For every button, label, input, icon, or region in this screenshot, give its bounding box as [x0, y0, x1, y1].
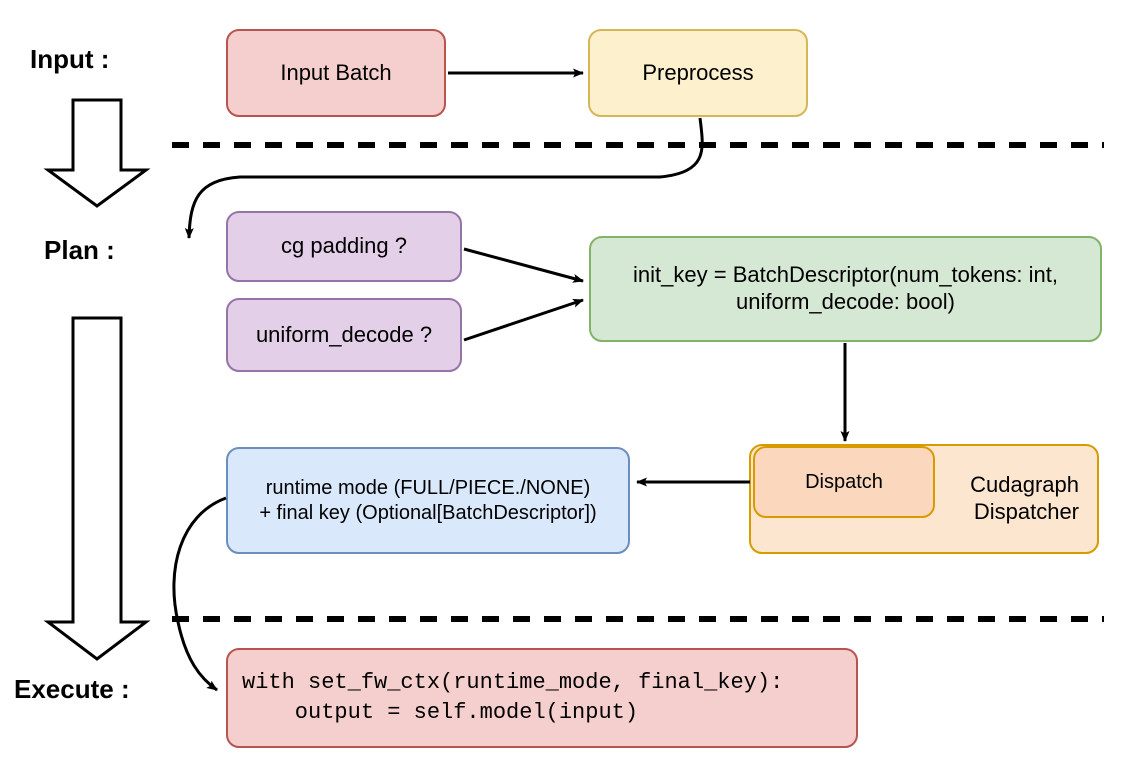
- node-uniform-decode[interactable]: uniform_decode ?: [226, 298, 462, 372]
- node-uniform-decode-label: uniform_decode ?: [255, 321, 433, 347]
- node-dispatch[interactable]: Dispatch: [753, 446, 935, 518]
- node-runtime-mode-line1: runtime mode (FULL/PIECE./NONE): [265, 477, 591, 500]
- node-cudagraph-dispatcher-line1: Cudagraph: [970, 472, 1079, 498]
- node-init-key-line1: init_key = BatchDescriptor(num_tokens: i…: [633, 262, 1058, 288]
- block-arrow-plan-to-execute: [43, 316, 151, 661]
- node-init-key[interactable]: init_key = BatchDescriptor(num_tokens: i…: [589, 236, 1102, 342]
- stage-label-execute: Execute :: [14, 674, 130, 704]
- block-arrow-input-to-plan: [43, 98, 151, 208]
- node-runtime-mode-line2: + final key (Optional[BatchDescriptor]): [259, 501, 597, 524]
- node-input-batch[interactable]: Input Batch: [226, 29, 446, 117]
- node-execute-code-line1: with set_fw_ctx(runtime_mode, final_key)…: [242, 670, 784, 696]
- arrow-uniform-decode-to-init-key: [463, 298, 584, 342]
- node-init-key-line2: uniform_decode: bool): [736, 289, 955, 314]
- node-cg-padding-label: cg padding ?: [281, 233, 407, 259]
- node-preprocess[interactable]: Preprocess: [588, 29, 808, 117]
- arrow-cg-padding-to-init-key: [463, 247, 584, 283]
- node-execute-code-line2: output = self.model(input): [242, 700, 639, 725]
- node-preprocess-label: Preprocess: [642, 59, 754, 85]
- arrow-runtime-mode-to-execute-code: [172, 496, 227, 692]
- stage-label-input: Input :: [30, 44, 110, 74]
- stage-label-plan: Plan :: [44, 235, 115, 265]
- node-cg-padding[interactable]: cg padding ?: [226, 211, 462, 282]
- node-execute-code[interactable]: with set_fw_ctx(runtime_mode, final_key)…: [226, 648, 858, 748]
- node-cudagraph-dispatcher-line2: Dispatcher: [973, 499, 1079, 524]
- node-input-batch-label: Input Batch: [280, 59, 392, 85]
- node-dispatch-label: Dispatch: [805, 470, 883, 493]
- node-runtime-mode[interactable]: runtime mode (FULL/PIECE./NONE) + final …: [226, 447, 630, 554]
